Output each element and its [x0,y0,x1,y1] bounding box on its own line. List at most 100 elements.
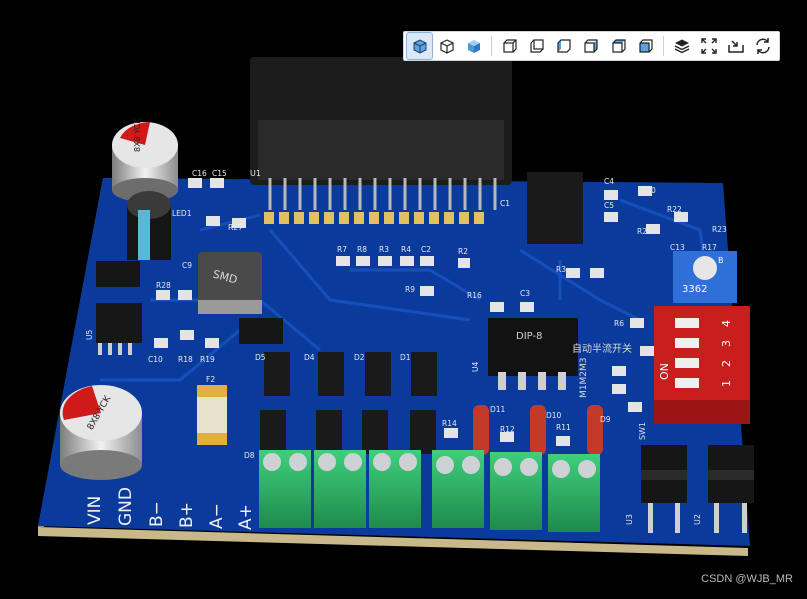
refdes-sw1: SW1 [638,422,647,440]
axial-diodes [473,405,603,455]
refdes-r6: R6 [614,319,624,328]
refdes-d2: D2 [354,353,365,362]
ic-soic [527,172,583,244]
refdes-d9: D9 [600,415,611,424]
dip-num-2: 2 [720,360,733,367]
refdes-c3: C3 [520,289,530,298]
view-right-button[interactable] [579,33,604,59]
refdes-r16: R16 [467,291,482,300]
dip8-label: DIP-8 [516,331,542,342]
ic-u5 [96,303,142,343]
refdes-c1: C1 [500,199,510,208]
view-toolbar [403,31,780,61]
view-bottom-button[interactable] [633,33,658,59]
refdes-led1: LED1 [172,209,192,218]
refdes-r12: R12 [500,425,515,434]
ic-mosfet [239,318,283,344]
refdes-f2: F2 [206,375,215,384]
label-b-plus: B+ [177,502,197,528]
view-right-icon [584,39,599,53]
fit-screen-button[interactable] [697,33,722,59]
rotate-button[interactable] [751,33,776,59]
refdes-r11: R11 [556,423,571,432]
refdes-c4: C4 [604,177,614,186]
view-iso-solid-icon [413,39,427,54]
refdes-r3: R3 [379,245,389,254]
view-top-button[interactable] [606,33,631,59]
refdes-r7: R7 [337,245,347,254]
toolbar-separator [663,36,665,56]
refdes-d5: D5 [255,353,266,362]
view-front-icon [503,39,517,53]
refdes-r28: R28 [156,281,171,290]
refdes-u3: U3 [625,514,634,525]
inductor-label: SMD [211,268,238,287]
half-current-text: 自动半流开关 [572,342,632,355]
refdes-r22: R22 [667,205,682,214]
refdes-r2: R2 [458,247,468,256]
layers-button[interactable] [669,33,694,59]
potentiometer-3362 [673,251,737,303]
refdes-c15: C15 [212,169,227,178]
refdes-u4: U4 [471,362,480,372]
cap-1-label: 8X8 YCK [133,118,142,152]
refdes-r20: R20 [641,186,656,195]
dip-on-label: ON [658,363,671,380]
opto-u3 [641,445,687,533]
refdes-u5: U5 [85,330,94,340]
view-top-icon [612,39,626,53]
view-left-button[interactable] [552,33,577,59]
opto-u2 [708,445,754,533]
watermark-text: CSDN @WJB_MR [701,573,793,585]
refdes-r4: R4 [401,245,411,254]
electrolytic-cap-small [127,191,171,260]
refdes-u1: U1 [250,169,261,178]
ic-dip8 [488,318,578,390]
label-a-plus: A+ [236,504,256,530]
dip-num-1: 1 [720,380,733,387]
refdes-r14: R14 [442,419,457,428]
dip-num-4: 4 [720,320,733,327]
export-button[interactable] [724,33,749,59]
refdes-c13: C13 [670,243,685,252]
view-iso-shaded-icon [467,40,480,53]
dip-num-3: 3 [720,340,733,347]
terminal-blocks [259,450,600,532]
refdes-r18: R18 [178,355,193,364]
pot-label: 3362 [682,284,707,295]
driver-ic-u1 [250,57,512,224]
rotate-icon [756,38,771,54]
view-back-icon [530,39,544,53]
refdes-r23: R23 [712,225,727,234]
view-iso-wire-button[interactable] [434,33,459,59]
diodes-row [260,352,437,454]
electrolytic-cap-c2 [60,385,142,480]
view-iso-shaded-button[interactable] [461,33,486,59]
microstep-label: M1M2M3 [579,358,589,398]
dip-switch-sw1 [654,306,750,424]
refdes-r5: R5 [612,366,622,375]
label-a-minus: A− [207,503,227,529]
toolbar-separator [491,36,493,56]
view-front-button[interactable] [497,33,522,59]
refdes-d10: D10 [546,411,562,420]
view-back-button[interactable] [525,33,550,59]
view-iso-solid-button[interactable] [405,32,434,60]
refdes-r9: R9 [405,285,415,294]
refdes-c9: C9 [182,261,192,270]
board-edge [38,527,748,556]
view-left-icon [557,39,571,53]
refdes-d1: D1 [400,353,411,362]
pot-mark: B [718,256,724,265]
label-gnd: GND [116,487,136,526]
refdes-d8: D8 [244,451,255,460]
label-b-minus: B− [147,501,167,527]
refdes-r19: R19 [200,355,215,364]
refdes-r24: R24 [637,227,652,236]
fit-screen-icon [701,38,717,54]
refdes-c10: C10 [148,355,163,364]
electrolytic-cap-c1 [112,122,178,202]
smd-inductor [198,252,262,314]
